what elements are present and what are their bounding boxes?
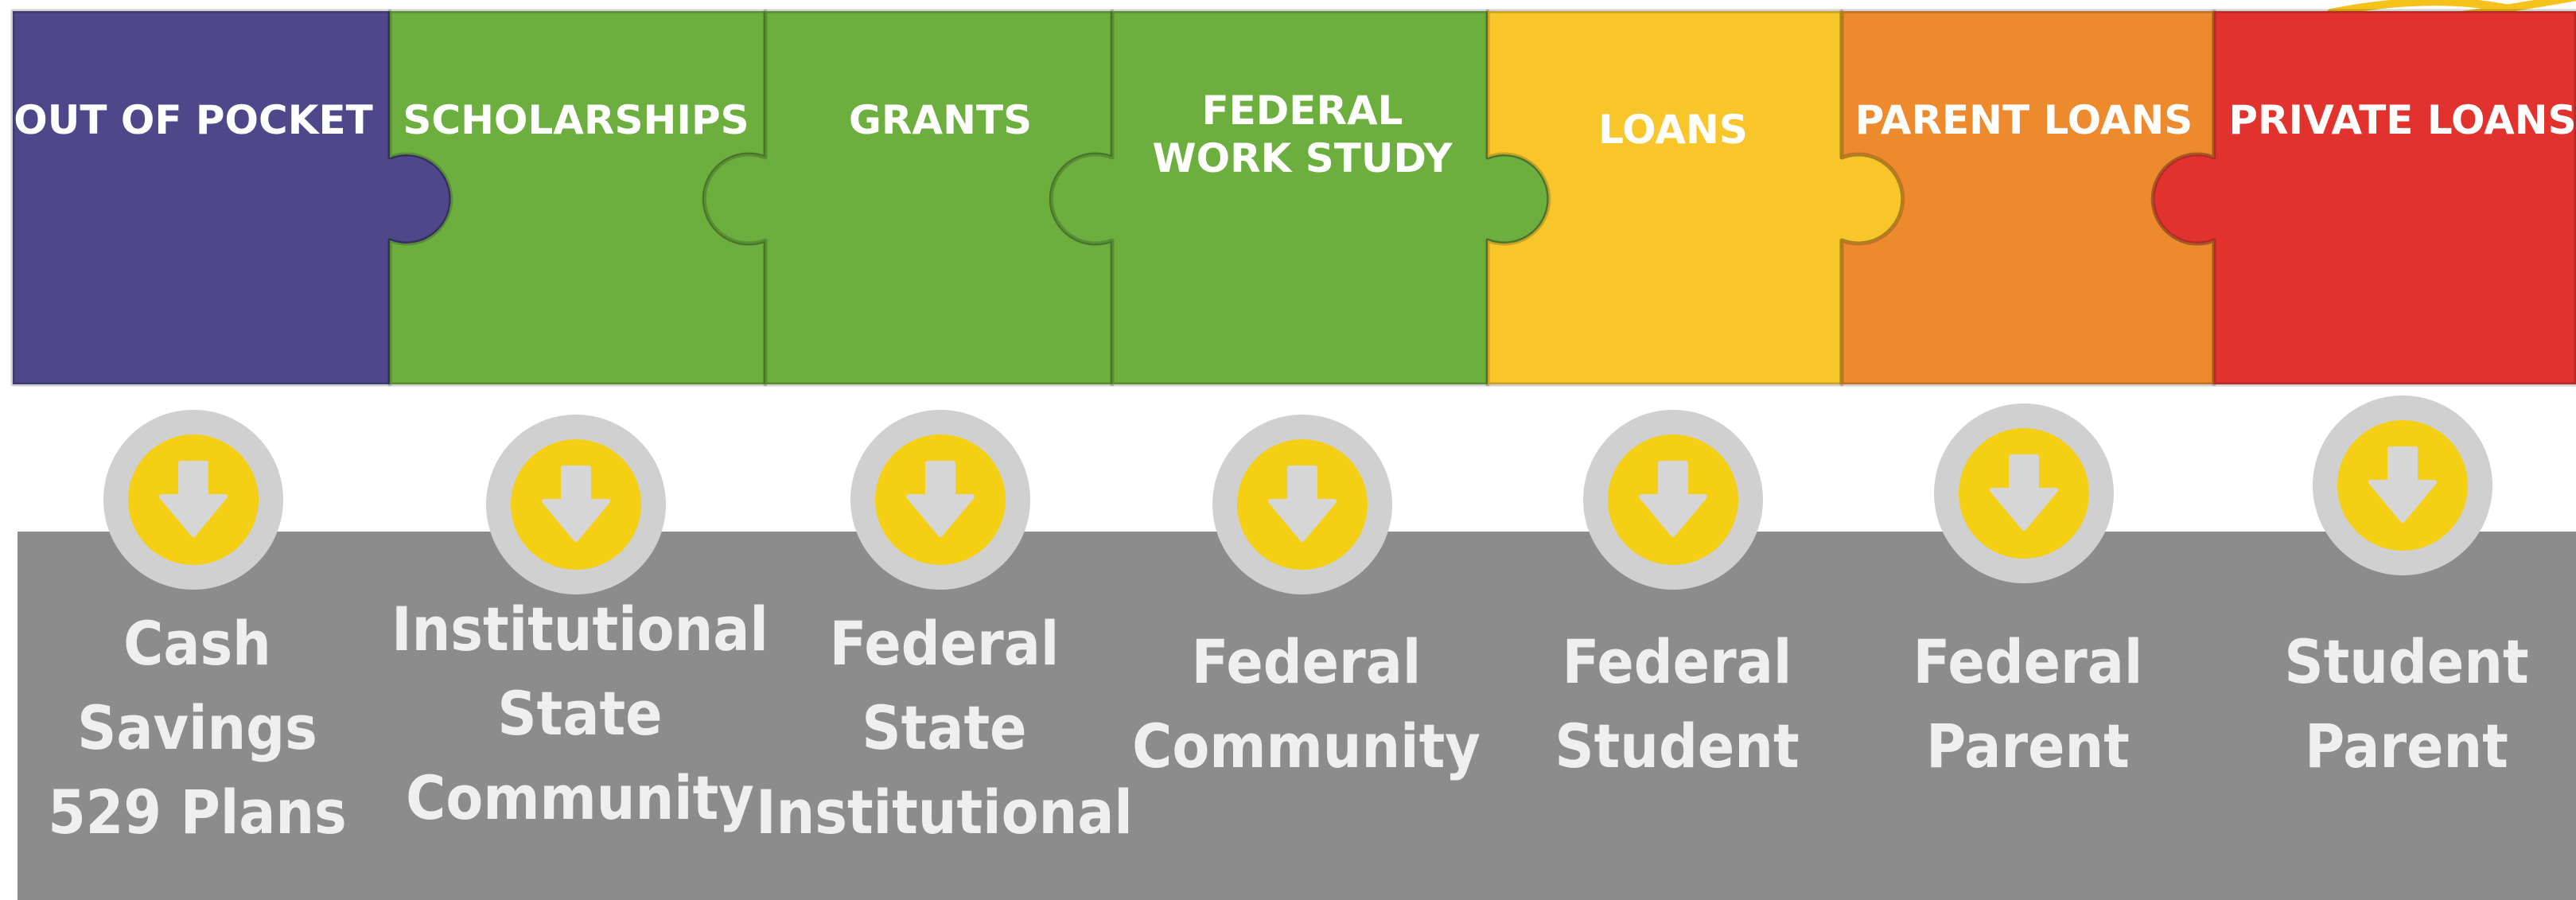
arrow-icons [103,395,2492,594]
funding-item: State [497,678,662,749]
puzzle-label-grants: GRANTS [849,97,1032,143]
puzzle-label-out-of-pocket: OUT OF POCKET [14,97,373,143]
arrow-down-circle-icon [103,410,283,590]
arrow-down-circle-icon [486,415,666,594]
puzzle-strip [10,9,2576,387]
funding-item: Federal [1192,626,1422,697]
puzzle-label-loans: LOANS [1598,107,1748,153]
puzzle-label-private-loans: PRIVATE LOANS [2228,97,2576,143]
puzzle-label-scholarships: SCHOLARSHIPS [403,97,749,143]
funding-item: Federal [1913,626,2143,697]
funding-item: Federal [830,608,1060,679]
arrow-down-circle-icon [850,410,1030,590]
funding-item: Community [1132,711,1481,781]
puzzle-piece-out-of-pocket [10,9,453,387]
funding-item: Parent [2305,711,2508,781]
arrow-down-circle-icon [2313,395,2492,575]
funding-item: Institutional [756,777,1133,847]
funding-item: Institutional [391,594,769,664]
funding-item: Savings [77,692,317,763]
arrow-down-circle-icon [1212,415,1392,594]
funding-item: Student [2284,626,2528,697]
funding-item: Federal [1562,626,1792,697]
puzzle-label-parent-loans: PARENT LOANS [1855,97,2193,143]
funding-item: State [862,692,1026,763]
puzzle-piece-private-loans [2150,9,2576,387]
arrow-down-circle-icon [1934,403,2114,583]
funding-item: Parent [1926,711,2130,781]
funding-item: Community [406,762,754,833]
funding-item: 529 Plans [48,777,347,847]
funding-item: Student [1555,711,1799,781]
arrow-down-circle-icon [1583,410,1763,590]
funding-item: Cash [123,608,271,679]
puzzle-piece-federal-work-study [1049,9,1551,387]
